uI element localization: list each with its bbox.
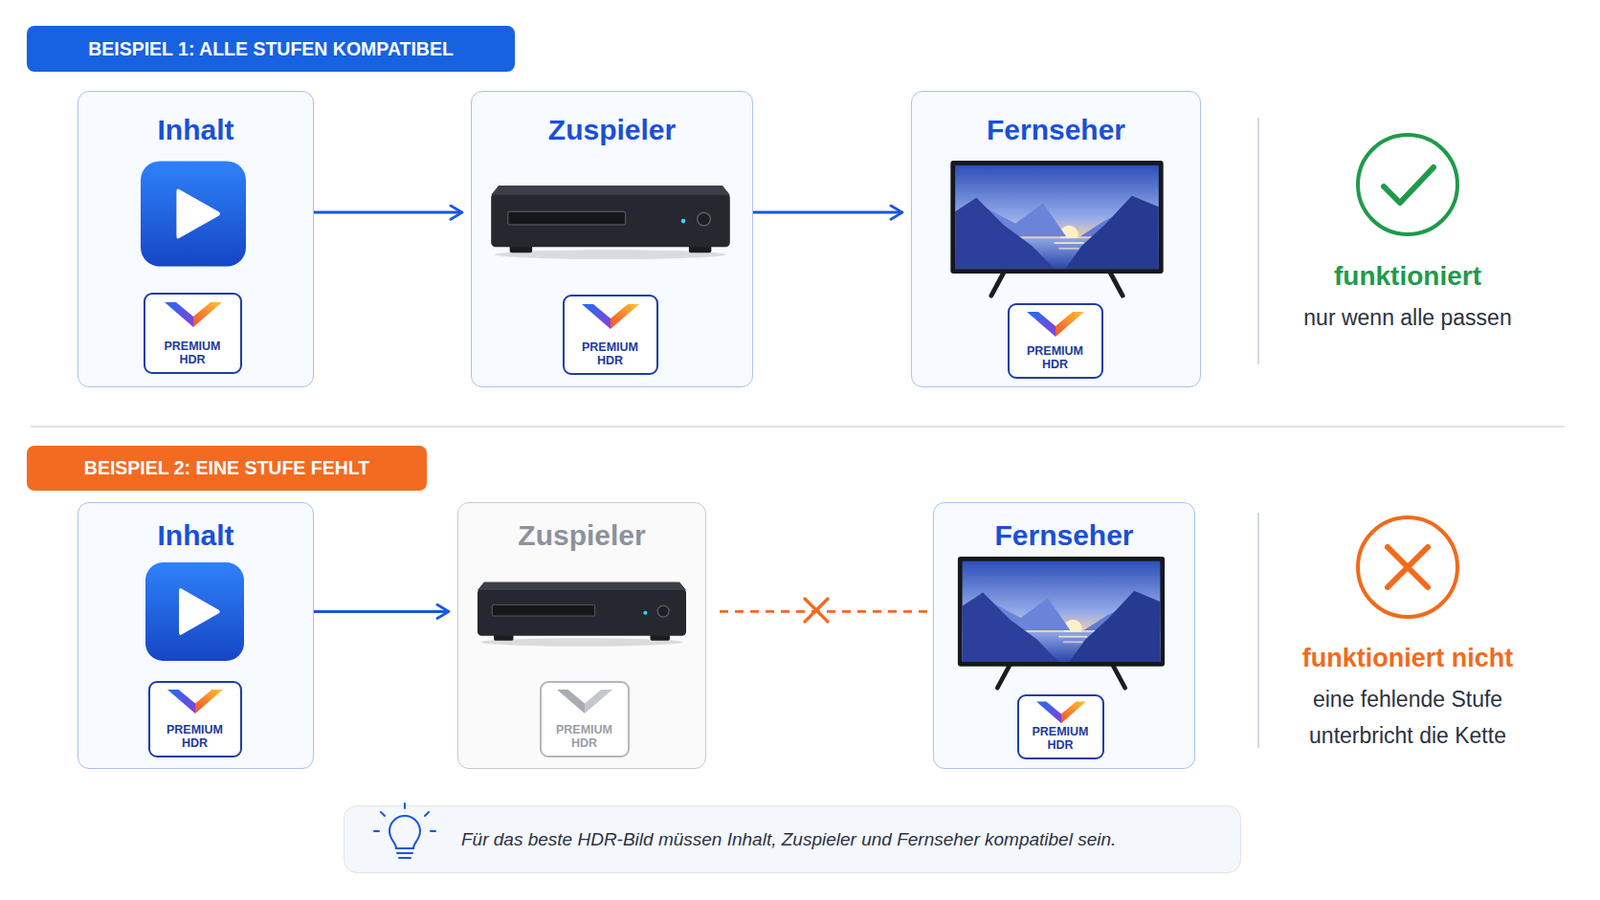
example-badge: BEISPIEL 1: ALLE STUFEN KOMPATIBEL — [26, 25, 515, 72]
tv-illustration — [957, 556, 1165, 689]
hdr-logo — [581, 304, 640, 330]
play-icon — [140, 161, 246, 267]
cross-icon — [1357, 517, 1458, 618]
node-text: Fernseher — [911, 112, 1200, 148]
tv-illustration — [950, 160, 1163, 296]
node-text: PREMIUM HDR — [157, 339, 227, 367]
tip-note: Für das beste HDR-Bild müssen Inhalt, Zu… — [343, 805, 1242, 874]
hdr-badge-missing: PREMIUM HDR — [539, 681, 630, 758]
hdr-logo — [1026, 311, 1085, 337]
status-label: funktioniert nicht — [1244, 641, 1571, 676]
example-badge: BEISPIEL 2: EINE STUFE FEHLT — [26, 445, 427, 491]
hdr-badge: PREMIUM HDR — [562, 294, 659, 376]
node-text: Zuspieler — [471, 112, 753, 148]
hdr-logo — [167, 689, 223, 714]
hdr-badge: PREMIUM HDR — [143, 292, 243, 375]
flow-arrow — [313, 211, 463, 215]
play-icon — [145, 562, 245, 662]
stage-box: InhaltPREMIUM HDR — [77, 90, 314, 388]
separator-line — [1257, 117, 1260, 365]
node-text: Für das beste HDR-Bild müssen Inhalt, Zu… — [461, 829, 1116, 851]
section-divider — [30, 425, 1565, 428]
node-text: Fernseher — [933, 518, 1195, 554]
broken-connector — [719, 610, 934, 614]
node-text: Inhalt — [78, 112, 313, 148]
flow-arrow — [313, 610, 449, 614]
separator-line — [1257, 512, 1260, 749]
stage-box: FernseherPREMIUM HDR — [933, 502, 1196, 770]
node-text: BEISPIEL 1: ALLE STUFEN KOMPATIBEL — [88, 38, 454, 61]
node-text: PREMIUM HDR — [576, 340, 645, 368]
status-label: funktioniert — [1254, 259, 1561, 294]
status-note: nur wenn alle passen — [1254, 303, 1561, 333]
hdr-logo — [1036, 702, 1087, 725]
status-note: eine fehlende Stufe unterbricht die Kett… — [1278, 681, 1537, 755]
node-text: Zuspieler — [458, 518, 706, 554]
hdr-logo-muted — [556, 689, 613, 714]
player-device — [477, 581, 687, 646]
stage-box-missing: ZuspielerPREMIUM HDR — [457, 502, 707, 770]
player-device — [490, 185, 731, 260]
hdr-badge: PREMIUM HDR — [148, 681, 243, 758]
stage-box: FernseherPREMIUM HDR — [911, 90, 1201, 388]
hdr-badge: PREMIUM HDR — [1017, 694, 1105, 760]
hdr-logo — [164, 302, 223, 328]
lightbulb-icon — [374, 803, 436, 859]
node-text: PREMIUM HDR — [1021, 344, 1090, 372]
stage-box: InhaltPREMIUM HDR — [77, 502, 314, 770]
check-icon — [1357, 134, 1458, 235]
node-text: BEISPIEL 2: EINE STUFE FEHLT — [84, 457, 370, 480]
node-text: PREMIUM HDR — [160, 723, 230, 751]
node-text: PREMIUM HDR — [1025, 725, 1095, 753]
hdr-badge: PREMIUM HDR — [1007, 303, 1104, 379]
stage-box: ZuspielerPREMIUM HDR — [470, 90, 754, 388]
flow-arrow — [753, 211, 903, 215]
node-text: PREMIUM HDR — [550, 723, 620, 751]
broken-link-cross — [804, 599, 828, 623]
node-text: Inhalt — [78, 518, 313, 554]
